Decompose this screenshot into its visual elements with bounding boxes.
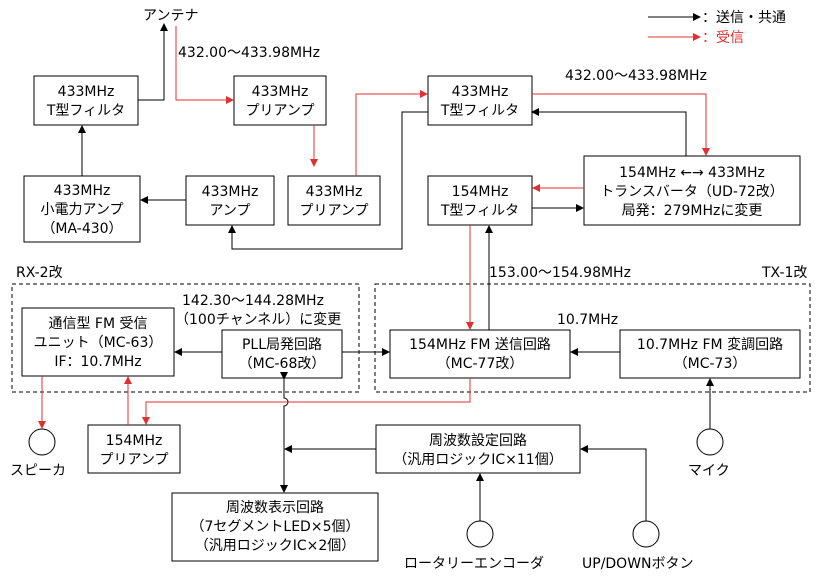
svg-text:（MA-430）: （MA-430） bbox=[41, 221, 122, 237]
freqset-block: 周波数設定回路 （汎用ロジックIC×11個） bbox=[375, 424, 581, 474]
svg-text:プリアンプ: プリアンプ bbox=[245, 103, 314, 119]
rx-section-label: RX-2改 bbox=[16, 265, 63, 281]
mic-circle bbox=[696, 428, 724, 456]
svg-text:プリアンプ: プリアンプ bbox=[299, 203, 368, 219]
ma430-block: 433MHz 小電力アンプ （MA-430） bbox=[23, 175, 141, 243]
svg-text:154MHz FM 送信回路: 154MHz FM 送信回路 bbox=[409, 337, 551, 353]
antenna-freq: 432.00～433.98MHz bbox=[178, 45, 320, 61]
transverter-block: 154MHz ←→ 433MHz トランスバータ（UD-72改） 局発：279M… bbox=[583, 155, 801, 226]
svg-text:トランスバータ（UD-72改）: トランスバータ（UD-72改） bbox=[600, 184, 784, 200]
freq-pll: 142.30～144.28MHz bbox=[182, 293, 324, 309]
freq-153: 153.00～154.98MHz bbox=[489, 265, 631, 281]
svg-text:（7セグメントLED×5個）: （7セグメントLED×5個） bbox=[191, 519, 360, 535]
svg-text:433MHz: 433MHz bbox=[58, 84, 115, 100]
svg-text:通信型 FM 受信: 通信型 FM 受信 bbox=[48, 316, 147, 332]
svg-text:T型フィルタ: T型フィルタ bbox=[440, 103, 519, 119]
pll-block: PLL局発回路 （MC-68改） bbox=[221, 329, 343, 379]
updown-label: UP/DOWNボタン bbox=[582, 556, 694, 572]
svg-text:（MC-68改）: （MC-68改） bbox=[239, 356, 326, 372]
legend-red-text: ：受信 bbox=[702, 30, 744, 46]
svg-text:小電力アンプ: 小電力アンプ bbox=[40, 202, 123, 218]
tfilter2-block: 433MHz T型フィルタ bbox=[427, 75, 533, 126]
rx-to-preamp154 bbox=[142, 378, 471, 425]
preamp154-block: 154MHz プリアンプ bbox=[87, 424, 181, 474]
preamp2-block: 433MHz プリアンプ bbox=[287, 175, 381, 226]
antenna-label: アンテナ bbox=[143, 8, 198, 24]
encoder-label: ロータリーエンコーダ bbox=[404, 556, 544, 572]
conn-tfilter2-amp bbox=[228, 111, 428, 250]
svg-text:433MHz: 433MHz bbox=[452, 84, 509, 100]
svg-text:局発：279MHzに変更: 局発：279MHzに変更 bbox=[622, 202, 763, 219]
svg-text:（MC-73）: （MC-73） bbox=[674, 356, 747, 372]
fmrx-block: 通信型 FM 受信 ユニット（MC-63） IF：10.7MHz bbox=[21, 307, 175, 377]
svg-text:プリアンプ: プリアンプ bbox=[99, 452, 168, 468]
svg-text:T型フィルタ: T型フィルタ bbox=[46, 103, 125, 119]
svg-text:154MHz ←→ 433MHz: 154MHz ←→ 433MHz bbox=[619, 165, 765, 181]
rx-antenna-preamp1 bbox=[175, 26, 234, 104]
right-freq: 432.00～433.98MHz bbox=[565, 68, 707, 84]
svg-text:433MHz: 433MHz bbox=[306, 184, 363, 200]
speaker-label: スピーカ bbox=[10, 463, 66, 479]
legend-black-text: ：送信・共通 bbox=[702, 10, 786, 26]
encoder-circle bbox=[466, 520, 494, 548]
speaker-circle bbox=[28, 428, 56, 456]
svg-text:ユニット（MC-63）: ユニット（MC-63） bbox=[34, 335, 163, 351]
tfilter154-block: 154MHz T型フィルタ bbox=[427, 175, 533, 226]
amp433-block: 433MHz アンプ bbox=[185, 175, 275, 226]
conn-pll-display bbox=[280, 372, 289, 493]
tx154-block: 154MHz FM 送信回路 （MC-77改） bbox=[389, 329, 571, 379]
svg-text:周波数表示回路: 周波数表示回路 bbox=[226, 500, 324, 516]
svg-text:アンプ: アンプ bbox=[209, 203, 250, 219]
freq-107: 10.7MHz bbox=[557, 312, 618, 328]
svg-text:154MHz: 154MHz bbox=[452, 184, 509, 200]
conn-transverter-tfilter2 bbox=[531, 108, 687, 156]
svg-text:T型フィルタ: T型フィルタ bbox=[440, 203, 519, 219]
svg-text:（汎用ロジックIC×11個）: （汎用ロジックIC×11個） bbox=[393, 452, 562, 468]
svg-text:154MHz: 154MHz bbox=[106, 433, 163, 449]
freq-pll-ch: （100チャンネル）に変更 bbox=[175, 311, 341, 328]
svg-text:433MHz: 433MHz bbox=[252, 84, 309, 100]
mic-label: マイク bbox=[688, 463, 730, 479]
svg-text:（汎用ロジックIC×2個）: （汎用ロジックIC×2個） bbox=[195, 538, 356, 554]
svg-text:周波数設定回路: 周波数設定回路 bbox=[429, 433, 527, 449]
tx-section bbox=[374, 283, 811, 393]
updown-circle bbox=[632, 520, 660, 548]
rx-preamp2-tfilter2 bbox=[355, 90, 428, 176]
conn-tfilter1-antenna bbox=[138, 23, 168, 101]
preamp1-block: 433MHz プリアンプ bbox=[233, 75, 327, 126]
svg-text:10.7MHz FM 変調回路: 10.7MHz FM 変調回路 bbox=[637, 336, 783, 353]
display-block: 周波数表示回路 （7セグメントLED×5個） （汎用ロジックIC×2個） bbox=[171, 492, 379, 562]
svg-text:433MHz: 433MHz bbox=[54, 183, 111, 199]
conn-updown-freqset bbox=[580, 445, 647, 521]
svg-text:PLL局発回路: PLL局発回路 bbox=[242, 337, 322, 353]
mod107-block: 10.7MHz FM 変調回路 （MC-73） bbox=[619, 329, 801, 379]
rx-tfilter2-transverter bbox=[532, 93, 710, 156]
svg-text:433MHz: 433MHz bbox=[202, 184, 259, 200]
tx-section-label: TX-1改 bbox=[761, 265, 807, 281]
svg-text:（MC-77改）: （MC-77改） bbox=[437, 356, 524, 372]
svg-text:IF：10.7MHz: IF：10.7MHz bbox=[54, 354, 141, 370]
tfilter1-block: 433MHz T型フィルタ bbox=[33, 75, 139, 126]
rx-section bbox=[11, 283, 360, 393]
